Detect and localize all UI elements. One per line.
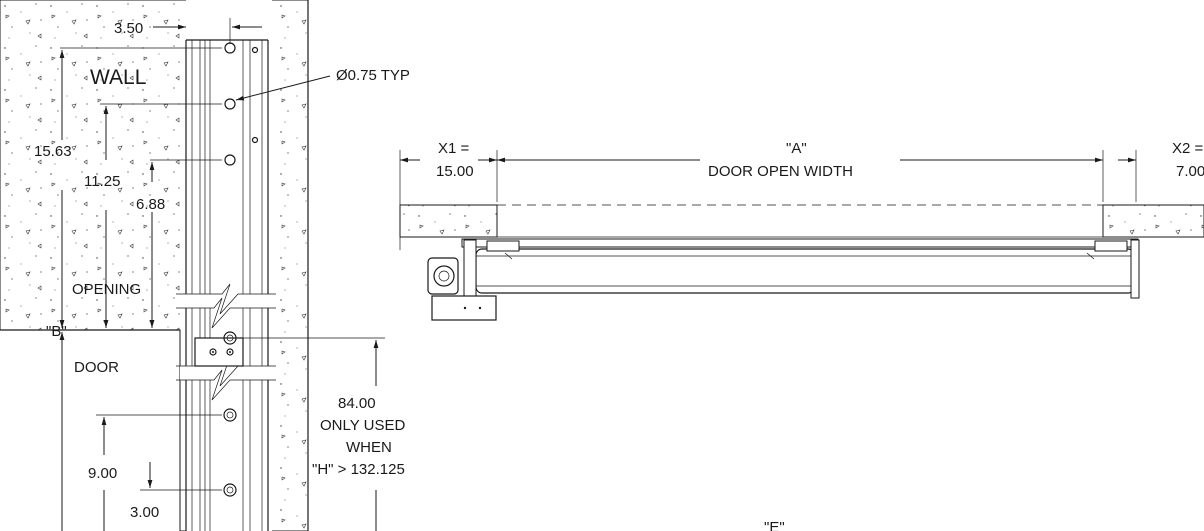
- dim-15-63-label: 15.63: [34, 143, 72, 160]
- motor-unit: [427, 257, 497, 321]
- dim-84-note-line3: WHEN: [346, 439, 392, 456]
- mounting-bracket: [194, 337, 244, 367]
- dim-9-00-label: 9.00: [88, 465, 117, 482]
- x2-label-line1: X2 =: [1172, 140, 1204, 157]
- door-roller: [461, 238, 1140, 299]
- mounting-holes: [223, 42, 259, 497]
- a-dimension-label: "A": [786, 140, 807, 157]
- door-open-width-label: DOOR OPEN WIDTH: [708, 163, 853, 180]
- vertical-track: [185, 39, 269, 531]
- dim-3-50-label: 3.50: [114, 20, 143, 37]
- x1-label-line1: X1 =: [438, 140, 470, 157]
- dim-84-note-line2: ONLY USED: [320, 417, 405, 434]
- x1-label-line2: 15.00: [436, 163, 474, 180]
- dim-84-note-line4: "H" > 132.125: [312, 461, 405, 478]
- wall-label: WALL: [90, 66, 146, 89]
- hole-diameter-note: Ø0.75 TYP: [336, 67, 410, 84]
- dim-84-note-line1: 84.00: [338, 395, 376, 412]
- door-opening-label-line1: DOOR: [74, 359, 119, 376]
- door-opening-label-line2: OPENING: [72, 281, 141, 298]
- elevation-dimensions: [59, 18, 385, 531]
- b-dimension-label: "B": [46, 323, 67, 340]
- plan-view: X1 = 15.00 "A" DOOR OPEN WIDTH X2 = 7.00…: [399, 140, 1204, 531]
- dim-3-00-label: 3.00: [130, 504, 159, 521]
- dim-11-25-label: 11.25: [84, 173, 120, 190]
- wall-section-left: [399, 204, 498, 238]
- break-lines: [176, 283, 276, 401]
- e-dimension-label: "E": [764, 519, 785, 531]
- wall-elevation: 3.50 Ø0.75 TYP WALL 15.63 11.25 6.88 DOO…: [0, 0, 410, 531]
- x2-label-line2: 7.00: [1176, 163, 1204, 180]
- wall-section-right: [1102, 204, 1204, 238]
- dim-6-88-label: 6.88: [136, 196, 165, 213]
